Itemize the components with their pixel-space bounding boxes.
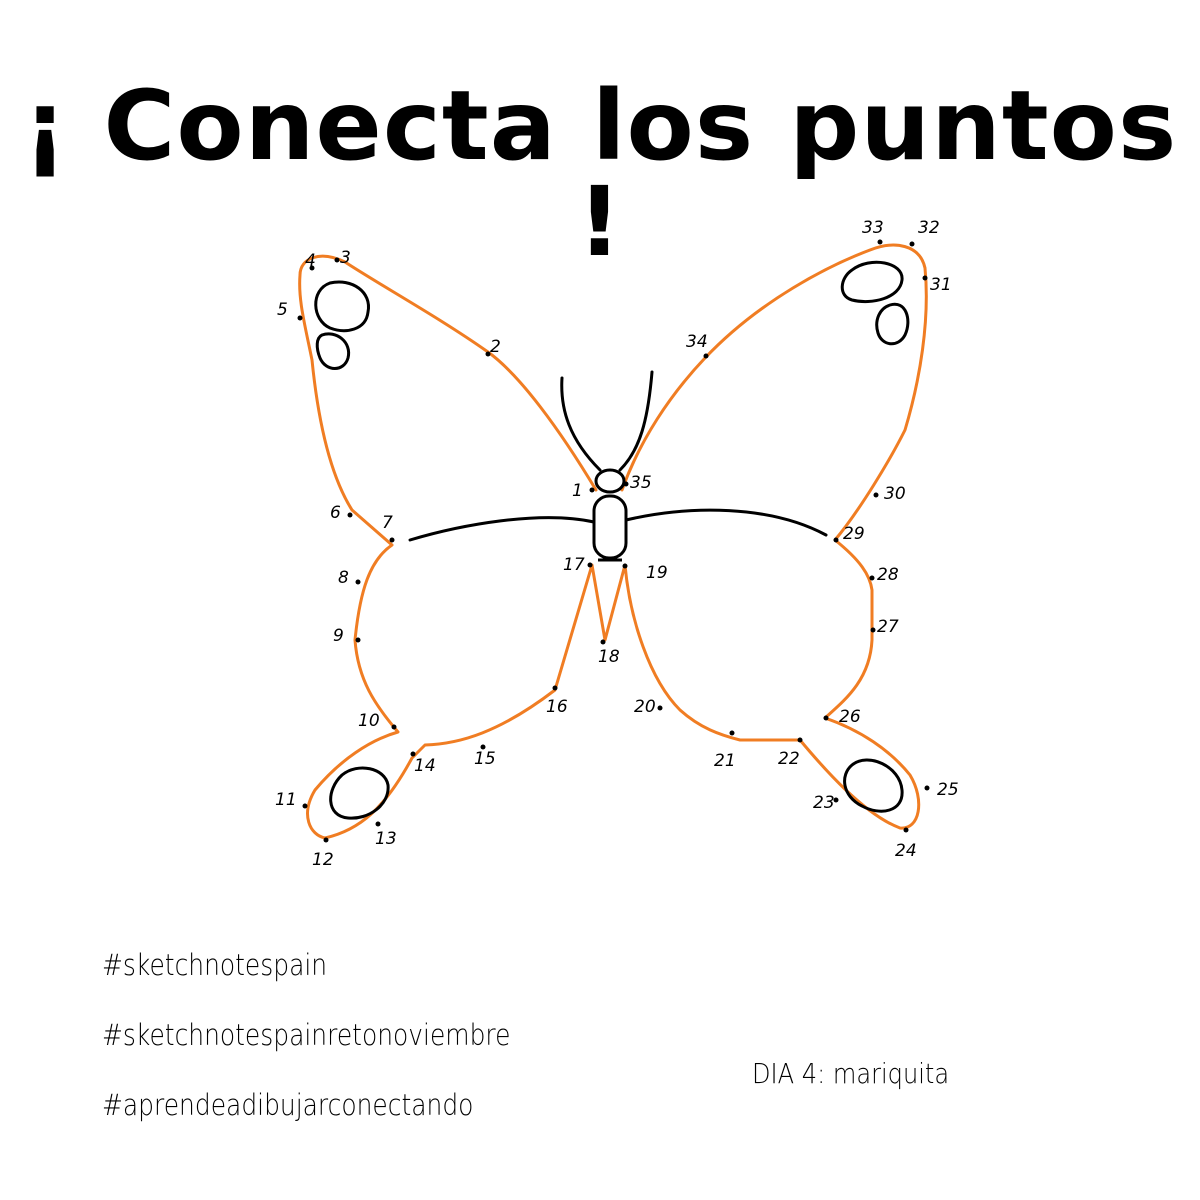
vein-right	[624, 508, 828, 537]
dot-number-18: 18	[598, 647, 620, 667]
dot-number-28: 28	[877, 565, 899, 585]
dot-2	[485, 351, 491, 357]
dot-34	[703, 353, 709, 359]
dot-5	[297, 315, 303, 321]
dot-31	[922, 275, 928, 281]
dot-number-8: 8	[338, 568, 349, 588]
dot-18	[600, 639, 606, 645]
dot-number-27: 27	[877, 617, 899, 637]
dot-number-26: 26	[839, 707, 861, 727]
wing-spot	[315, 332, 351, 370]
dot-number-6: 6	[330, 503, 341, 523]
dot-29	[833, 537, 839, 543]
dot-number-20: 20	[634, 697, 656, 717]
dot-number-2: 2	[490, 337, 501, 357]
wing-spot	[840, 260, 904, 304]
dot-number-31: 31	[930, 275, 952, 295]
dot-14	[410, 751, 416, 757]
dot-number-35: 35	[630, 473, 652, 493]
dot-number-30: 30	[884, 484, 906, 504]
dot-number-9: 9	[333, 626, 344, 646]
dot-number-11: 11	[275, 790, 297, 810]
dot-number-1: 1	[572, 481, 583, 501]
dot-number-19: 19	[646, 563, 668, 583]
dot-number-21: 21	[714, 751, 736, 771]
dot-number-23: 23	[813, 793, 835, 813]
dot-number-33: 33	[862, 218, 884, 238]
dot-9	[355, 637, 361, 643]
dot-12	[323, 837, 329, 843]
dot-3	[334, 257, 340, 263]
dot-30	[873, 492, 879, 498]
hashtag: #aprendeadibujarconectando	[102, 1088, 474, 1122]
dot-number-24: 24	[895, 841, 917, 861]
dot-number-3: 3	[340, 248, 351, 268]
dot-23	[833, 797, 839, 803]
dot-10	[391, 724, 397, 730]
dot-number-25: 25	[937, 780, 959, 800]
dot-number-16: 16	[546, 697, 568, 717]
dot-number-29: 29	[843, 524, 865, 544]
dot-4	[309, 265, 315, 271]
dot-13	[375, 821, 381, 827]
dot-number-32: 32	[918, 218, 940, 238]
dot-11	[302, 803, 308, 809]
hashtag: #sketchnotespainretonoviembre	[102, 1018, 511, 1052]
wing-spot	[329, 766, 390, 820]
dot-1	[589, 487, 595, 493]
vein-left	[408, 516, 596, 542]
dot-22	[797, 737, 803, 743]
butterfly-outline	[298, 243, 928, 840]
dot-24	[903, 827, 909, 833]
wing-spot	[875, 302, 910, 346]
dot-number-7: 7	[382, 513, 393, 533]
dot-25	[924, 785, 930, 791]
butterfly-head	[594, 468, 626, 494]
dot-number-10: 10	[358, 711, 380, 731]
antenna-left	[560, 376, 602, 472]
dot-8	[355, 579, 361, 585]
dot-number-13: 13	[375, 829, 397, 849]
dot-16	[552, 685, 558, 691]
dot-number-15: 15	[474, 749, 496, 769]
dot-15	[480, 744, 486, 750]
dot-27	[870, 627, 876, 633]
dot-26	[823, 715, 829, 721]
dot-32	[909, 241, 915, 247]
dot-20	[657, 705, 663, 711]
wing-spot	[314, 280, 370, 333]
dot-17	[587, 562, 593, 568]
dot-21	[729, 730, 735, 736]
dot-6	[347, 512, 353, 518]
dot-number-12: 12	[312, 850, 334, 870]
dot-19	[622, 563, 628, 569]
wing-spot	[843, 758, 904, 813]
dot-number-4: 4	[305, 251, 316, 271]
dot-number-5: 5	[277, 300, 288, 320]
dot-number-34: 34	[686, 332, 708, 352]
dot-35	[623, 481, 629, 487]
dot-number-22: 22	[778, 749, 800, 769]
butterfly-body	[592, 494, 628, 560]
dot-28	[869, 575, 875, 581]
dot-7	[389, 537, 395, 543]
hashtag: #sketchnotespain	[102, 948, 328, 982]
dot-number-14: 14	[414, 756, 436, 776]
day-label: DIA 4: mariquita	[752, 1057, 950, 1090]
dot-33	[877, 239, 883, 245]
page-title: ¡ Conecta los puntos !	[22, 70, 1178, 278]
antenna-right	[618, 370, 654, 472]
dot-number-17: 17	[563, 555, 585, 575]
